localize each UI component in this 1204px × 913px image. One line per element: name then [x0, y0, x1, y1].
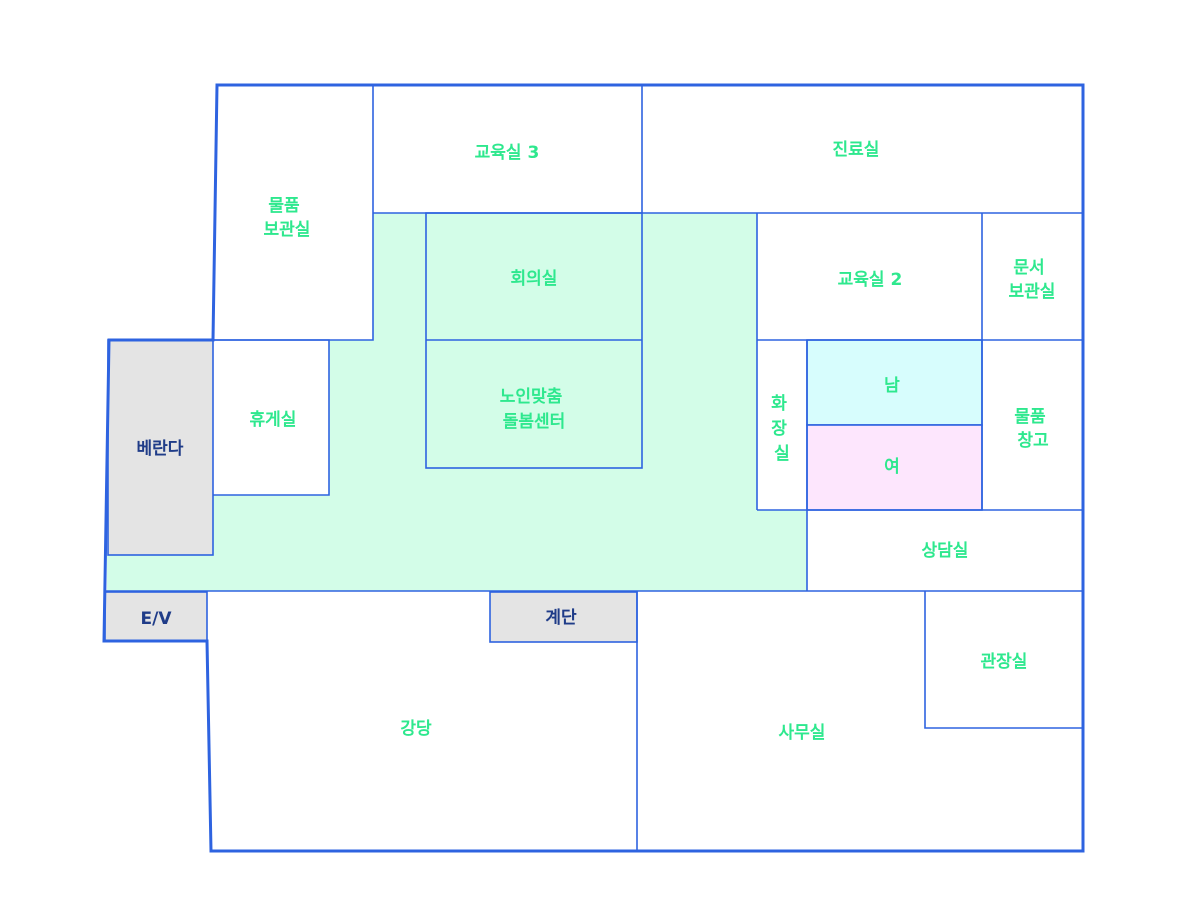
auditorium-label: 강당 [400, 719, 432, 739]
supply-warehouse-label: 물품 창고 [1014, 407, 1051, 451]
clinic-label: 진료실 [833, 140, 880, 160]
meeting-room-label: 회의실 [511, 269, 558, 289]
stairs-label: 계단 [545, 608, 577, 628]
veranda-label: 베란다 [137, 439, 184, 459]
director-office-label: 관장실 [981, 652, 1028, 672]
outer-wall [102, 83, 1085, 853]
office-label: 사무실 [779, 723, 826, 743]
classroom2-label: 교육실 2 [838, 270, 903, 290]
storage-room-label: 물품 보관실 [264, 196, 311, 240]
classroom3-label: 교육실 3 [475, 143, 540, 163]
restroom-label: 화 장 실 [771, 394, 793, 464]
lounge-label: 휴게실 [250, 409, 297, 430]
document-storage-label: 문서 보관실 [1009, 258, 1056, 302]
corridor-area [107, 213, 807, 591]
mens-restroom-label: 남 [884, 376, 900, 396]
elevator-label: E/V [141, 609, 173, 629]
elderly-care-center-label: 노인맞춤 돌봄센터 [500, 387, 568, 432]
interior-walls [105, 85, 1083, 851]
counseling-room-label: 상담실 [922, 541, 969, 561]
womens-restroom-label: 여 [884, 457, 900, 477]
